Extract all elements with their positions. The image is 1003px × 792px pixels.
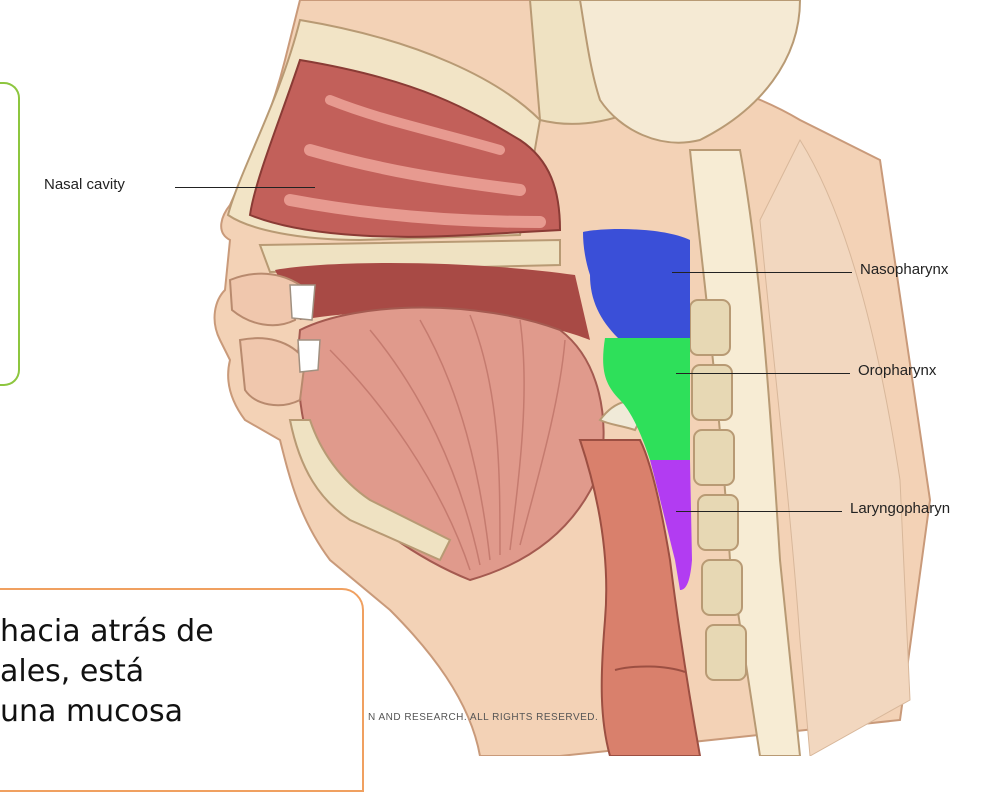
- spanish-line-2: ales, está: [0, 654, 144, 689]
- label-nasal-cavity: Nasal cavity: [44, 176, 125, 193]
- leader-line-nasopharynx: [672, 272, 852, 273]
- leader-line-oropharynx: [676, 373, 850, 374]
- upper-teeth: [290, 285, 315, 320]
- copyright-notice: N AND RESEARCH. ALL RIGHTS RESERVED.: [368, 712, 598, 723]
- leader-line-laryngopharynx: [676, 511, 842, 512]
- lower-teeth: [298, 340, 320, 372]
- spanish-line-1: hacia atrás de: [0, 614, 214, 649]
- label-laryngopharynx: Laryngopharyn: [850, 500, 950, 517]
- green-text-box-edge: [0, 82, 20, 386]
- leader-line-nasal-cavity: [175, 187, 315, 188]
- spanish-description-text: hacia atrás de ales, está una mucosa: [0, 612, 214, 732]
- spanish-line-3: una mucosa: [0, 694, 183, 729]
- label-oropharynx: Oropharynx: [858, 362, 936, 379]
- label-nasopharynx: Nasopharynx: [860, 261, 948, 278]
